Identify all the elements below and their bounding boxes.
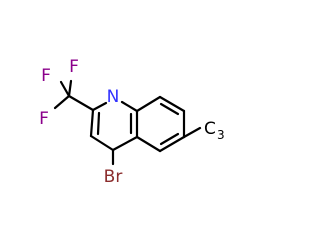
molecule-diagram: N F F F Br C 3 <box>39 57 225 187</box>
nitrogen-label: N <box>107 87 120 107</box>
bond-c8-c7 <box>158 95 186 113</box>
fluorine-label-left: F <box>39 109 49 129</box>
bond-c8a-c8 <box>135 95 162 113</box>
bond-cf3-f-left <box>53 94 71 110</box>
bromine-label: Br <box>104 167 123 187</box>
bond-c6-c5 <box>158 135 186 153</box>
fluorine-label-top-left: F <box>41 66 51 86</box>
bond-c5-c4a <box>135 135 162 153</box>
bond-c6-c5-inner <box>159 132 180 146</box>
methyl-carbon-label: C <box>204 119 216 139</box>
bond-c2-c3-inner <box>96 111 101 136</box>
bond-c8a-n1 <box>120 100 139 113</box>
bond-cf3-f-top-right <box>67 79 73 98</box>
methyl-hydrogen-count: 3 <box>217 128 225 142</box>
bond-c4-c4a <box>111 135 139 152</box>
bond-c2-cf3 <box>67 94 95 112</box>
bond-c3-c4 <box>89 134 115 152</box>
bond-n1-c2 <box>91 101 108 112</box>
bond-c8-c7-inner <box>159 102 180 116</box>
structure-canvas: N F F F Br C 3 <box>39 57 225 187</box>
bond-c2-c3 <box>89 108 95 138</box>
bond-c6-ch3 <box>182 126 202 139</box>
bonds <box>53 79 202 166</box>
fluorine-label-top-right: F <box>69 57 79 77</box>
bond-cf3-f-top-left <box>59 80 71 98</box>
